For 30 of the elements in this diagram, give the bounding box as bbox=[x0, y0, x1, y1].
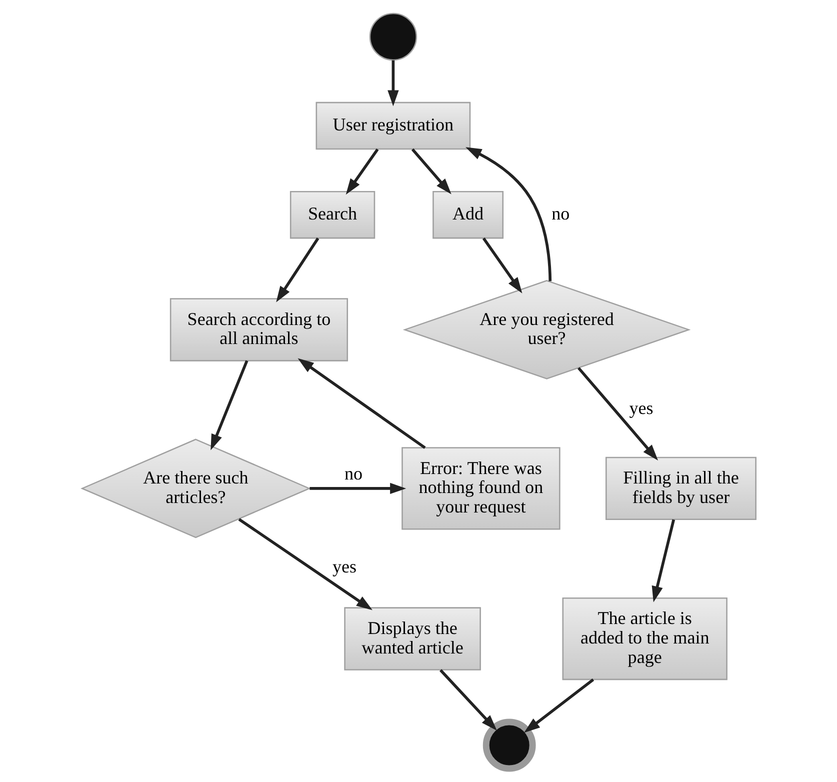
node-box: Displays the wanted article bbox=[344, 607, 480, 670]
node-diamond: Are there such articles? bbox=[80, 438, 310, 538]
node-box: Error: There was nothing found on your request bbox=[401, 447, 560, 530]
arrow bbox=[345, 148, 378, 195]
node-diamond: Are you registered user? bbox=[402, 280, 690, 380]
node-box: User registration bbox=[315, 102, 470, 150]
arrow bbox=[276, 238, 319, 302]
node-box: Search bbox=[289, 190, 375, 239]
edge-label: no bbox=[551, 204, 570, 224]
arrow bbox=[387, 60, 398, 106]
node-circle bbox=[368, 12, 417, 61]
arrow bbox=[309, 482, 406, 494]
arrow bbox=[482, 238, 522, 294]
arrow bbox=[410, 148, 451, 194]
node-box: Search according to all animals bbox=[169, 298, 348, 362]
arrow bbox=[297, 358, 426, 449]
arrow bbox=[577, 367, 658, 460]
node-circle bbox=[482, 718, 536, 772]
arrow bbox=[238, 518, 372, 610]
arrow bbox=[465, 147, 552, 282]
node-box: Add bbox=[432, 190, 504, 239]
arrow bbox=[210, 360, 248, 450]
arrow bbox=[523, 678, 594, 733]
arrow bbox=[439, 669, 496, 731]
edge-label: yes bbox=[628, 398, 653, 418]
edge-label: yes bbox=[332, 556, 356, 577]
node-box: The article is added to the main page bbox=[562, 598, 727, 680]
edge-label: no bbox=[344, 464, 362, 484]
arrow bbox=[651, 519, 675, 602]
node-box: Filling in all the fields by user bbox=[604, 456, 756, 520]
